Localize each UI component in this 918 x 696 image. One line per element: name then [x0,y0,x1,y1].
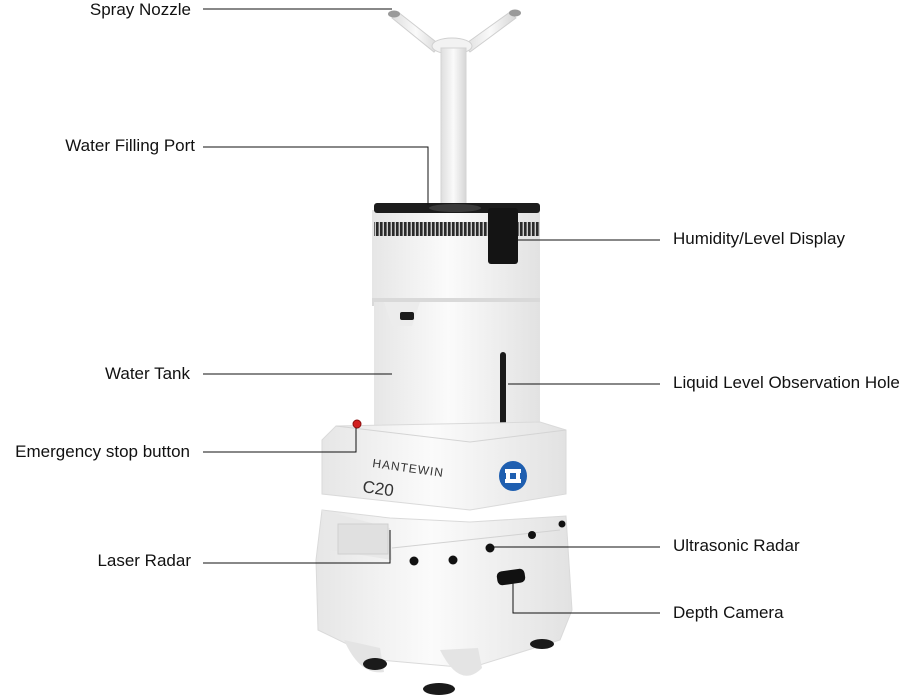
water-tank-body [374,302,540,430]
leader-lines [203,8,660,614]
robot-base [315,509,573,695]
depth-camera-sensor [496,568,526,586]
ultrasonic-radar-sensors [409,520,566,566]
label-emergency-stop-button: Emergency stop button [15,442,190,461]
spray-pole [440,47,467,209]
label-spray-nozzle: Spray Nozzle [89,0,191,19]
laser-radar-slot [337,523,389,555]
label-laser-radar: Laser Radar [97,551,191,570]
brand-logo [499,461,527,491]
emergency-stop-button[interactable] [352,419,362,429]
leader-laser-radar [203,530,391,564]
label-liquid-level-observation-hole: Liquid Level Observation Hole [673,373,900,392]
label-water-tank: Water Tank [104,364,190,383]
model-name: C20 [361,477,395,500]
label-depth-camera: Depth Camera [673,603,784,622]
leader-depth-camera [512,582,660,614]
middle-collar: HANTEWIN C20 [321,419,567,511]
upper-module [372,203,540,306]
leader-water-filling-port [203,146,429,205]
label-humidity-level-display: Humidity/Level Display [673,229,845,248]
humidity-level-display-panel [488,208,518,264]
liquid-level-window [500,352,506,430]
label-ultrasonic-radar: Ultrasonic Radar [673,536,800,555]
leader-emergency-stop [203,428,357,453]
wheels [363,639,554,695]
label-water-filling-port: Water Filling Port [65,136,195,155]
spray-nozzle [388,9,521,55]
